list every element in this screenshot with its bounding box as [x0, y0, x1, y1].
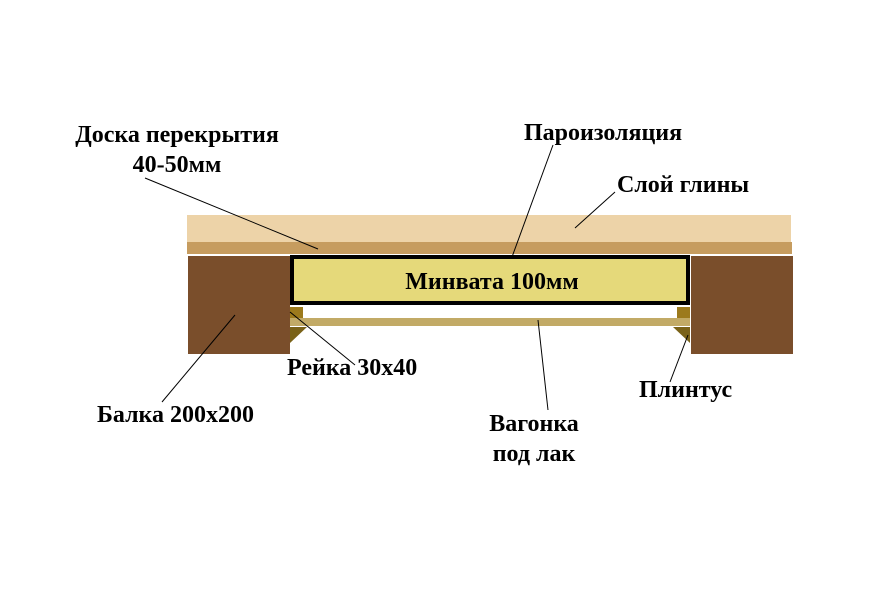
- minvata-layer: [290, 255, 690, 305]
- leader-plinth: [669, 334, 689, 383]
- leader-rail: [289, 311, 356, 366]
- rail-left: [290, 307, 303, 318]
- label-vapor: Пароизоляция: [524, 120, 683, 146]
- leader-vapor: [511, 144, 554, 258]
- label-board-line1: Доска перекрытия: [75, 122, 279, 148]
- lining-board: [290, 318, 690, 326]
- label-lining-line1: Вагонка: [489, 411, 579, 437]
- plinth-right: [673, 327, 690, 343]
- leader-beam: [161, 314, 236, 403]
- leader-clay: [574, 191, 616, 229]
- clay-layer: [187, 215, 791, 242]
- beam-right: [691, 256, 793, 354]
- plinth-left: [290, 327, 307, 343]
- label-plinth: Плинтус: [639, 377, 733, 403]
- beam-left: [188, 256, 290, 354]
- leader-lining: [537, 319, 549, 411]
- label-minvata: Минвата 100мм: [405, 269, 579, 295]
- leader-board: [144, 177, 319, 250]
- label-beam: Балка 200х200: [97, 402, 255, 428]
- label-lining: Вагонка под лак: [474, 409, 594, 469]
- label-rail: Рейка 30х40: [287, 355, 418, 381]
- rail-right: [677, 307, 690, 318]
- label-board: Доска перекрытия 40-50мм: [56, 120, 298, 180]
- floor-board: [187, 242, 792, 254]
- label-board-line2: 40-50мм: [132, 152, 222, 178]
- label-clay: Слой глины: [617, 172, 750, 198]
- label-lining-line2: под лак: [492, 441, 576, 467]
